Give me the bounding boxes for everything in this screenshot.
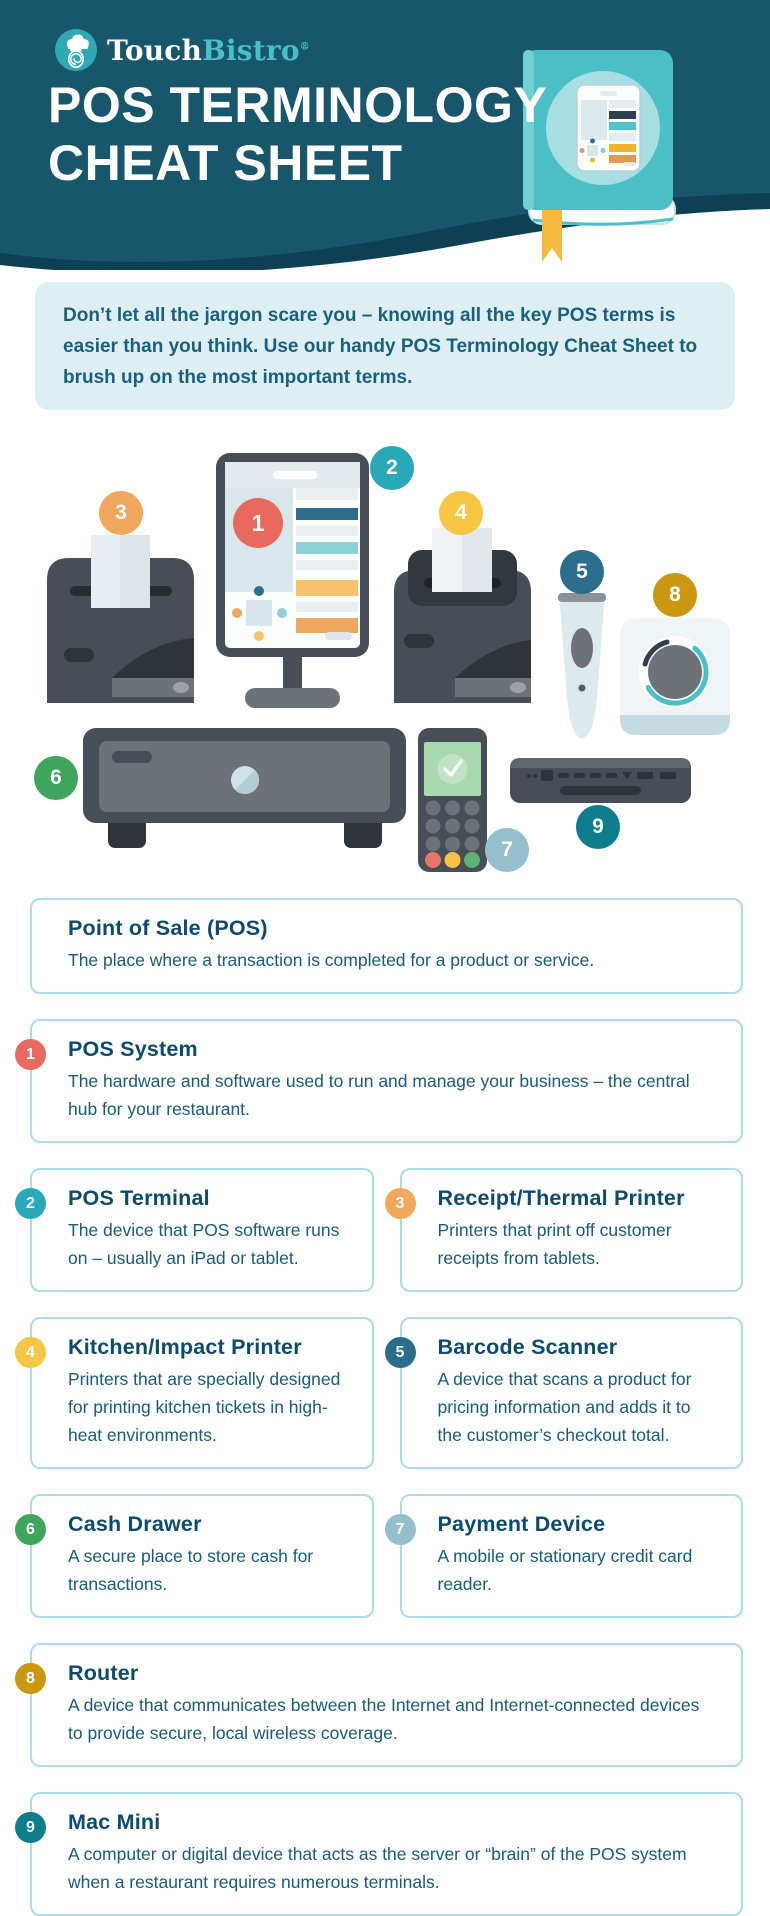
header-banner: TouchBistro® POS TERMINOLOGY CHEAT SHEET (0, 0, 770, 270)
term-badge-5: 5 (384, 1337, 416, 1368)
term-badge-9: 9 (15, 1812, 46, 1843)
term-card-mac-mini: 9 Mac Mini A computer or digital device … (15, 1792, 743, 1916)
term-badge-1: 1 (15, 1039, 46, 1070)
term-card-pos-system: 1 POS System The hardware and software u… (15, 1019, 743, 1143)
term-description: A device that communicates between the I… (68, 1695, 700, 1743)
badge-number: 1 (251, 509, 265, 536)
illustration-badge-2: 2 (370, 446, 414, 490)
term-title: Payment Device (437, 1512, 606, 1536)
term-description: The place where a transaction is complet… (68, 950, 595, 970)
term-title: Cash Drawer (68, 1512, 202, 1536)
term-card-point-of-sale: Point of Sale (POS) The place where a tr… (30, 898, 743, 994)
touchbistro-logo: TouchBistro® (55, 29, 310, 71)
term-card-kitchen-impact-printer: 4 Kitchen/Impact Printer Printers that a… (15, 1317, 374, 1469)
illustration-badge-5: 5 (560, 550, 604, 594)
badge-number: 6 (50, 766, 62, 789)
term-title: POS System (68, 1037, 198, 1061)
intro-text: Don’t let all the jargon scare you – kno… (63, 305, 698, 388)
term-badge-2: 2 (15, 1188, 46, 1219)
terms-row-3: 6 Cash Drawer A secure place to store ca… (15, 1494, 743, 1618)
terms-row-1: 2 POS Terminal The device that POS softw… (15, 1168, 743, 1292)
term-card-pos-terminal: 2 POS Terminal The device that POS softw… (15, 1168, 374, 1292)
illustration-badge-1: 1 (233, 498, 283, 548)
payment-device-illustration (418, 728, 487, 872)
page-title-line2: CHEAT SHEET (48, 135, 403, 191)
term-description: A mobile or stationary credit card reade… (437, 1546, 693, 1594)
barcode-scanner-illustration (558, 593, 606, 738)
term-badge-8: 8 (15, 1663, 46, 1694)
badge-number: 2 (386, 456, 398, 479)
brand-touch: Touch (107, 33, 203, 67)
term-title: Barcode Scanner (437, 1335, 618, 1359)
router-illustration (620, 618, 730, 735)
badge-number: 5 (576, 560, 588, 583)
illustration-badge-8: 8 (653, 573, 697, 617)
page-title: POS TERMINOLOGY CHEAT SHEET (48, 76, 547, 192)
page-title-line1: POS TERMINOLOGY (48, 77, 548, 133)
badge-number: 9 (592, 815, 604, 838)
illustration-badge-7: 7 (485, 828, 529, 872)
terms-row-2: 4 Kitchen/Impact Printer Printers that a… (15, 1317, 743, 1469)
term-description: A secure place to store cash for transac… (68, 1546, 314, 1594)
illustration-badge-9: 9 (576, 805, 620, 849)
term-description: Printers that are specially designed for… (68, 1369, 341, 1445)
term-description: The device that POS software runs on – u… (68, 1220, 340, 1268)
receipt-thermal-printer-illustration (47, 535, 194, 703)
trademark-symbol: ® (299, 41, 310, 53)
term-card-receipt-thermal-printer: 3 Receipt/Thermal Printer Printers that … (384, 1168, 743, 1292)
term-description: The hardware and software used to run an… (68, 1071, 690, 1119)
brand-bistro: Bistro (202, 33, 300, 67)
illustration-badge-3: 3 (99, 491, 143, 535)
term-title: Kitchen/Impact Printer (68, 1335, 302, 1359)
badge-number: 7 (501, 838, 513, 861)
term-badge-4: 4 (15, 1337, 46, 1368)
term-title: POS Terminal (68, 1186, 210, 1210)
term-description: A computer or digital device that acts a… (68, 1844, 687, 1892)
cash-drawer-illustration (83, 728, 406, 848)
mac-mini-illustration (510, 758, 691, 803)
pos-terminal-illustration (216, 453, 369, 708)
term-description: A device that scans a product for pricin… (437, 1369, 692, 1445)
term-badge-3: 3 (384, 1188, 416, 1219)
term-badge-7: 7 (384, 1514, 416, 1545)
badge-number: 3 (115, 501, 127, 524)
term-title: Point of Sale (POS) (68, 916, 268, 940)
term-description: Printers that print off customer receipt… (437, 1220, 672, 1268)
pos-hardware-illustration: 1 2 3 4 5 6 7 8 9 (0, 410, 770, 880)
badge-number: 8 (669, 583, 681, 606)
badge-number: 4 (455, 501, 467, 524)
term-title: Receipt/Thermal Printer (437, 1186, 685, 1210)
illustration-badge-6: 6 (34, 756, 78, 800)
kitchen-impact-printer-illustration (394, 528, 531, 703)
term-card-cash-drawer: 6 Cash Drawer A secure place to store ca… (15, 1494, 374, 1618)
term-title: Router (68, 1661, 139, 1685)
term-card-barcode-scanner: 5 Barcode Scanner A device that scans a … (384, 1317, 743, 1469)
term-title: Mac Mini (68, 1810, 161, 1834)
term-card-payment-device: 7 Payment Device A mobile or stationary … (384, 1494, 743, 1618)
brand-wordmark: TouchBistro® (107, 34, 310, 67)
cheat-sheet-book-illustration (523, 50, 683, 270)
terms-list: Point of Sale (POS) The place where a tr… (15, 898, 743, 1916)
term-card-router: 8 Router A device that communicates betw… (15, 1643, 743, 1767)
intro-callout: Don’t let all the jargon scare you – kno… (35, 282, 735, 410)
term-badge-6: 6 (15, 1514, 46, 1545)
illustration-badge-4: 4 (439, 491, 483, 535)
chef-hat-spiral-icon (55, 29, 97, 71)
devices-artwork (47, 453, 730, 872)
